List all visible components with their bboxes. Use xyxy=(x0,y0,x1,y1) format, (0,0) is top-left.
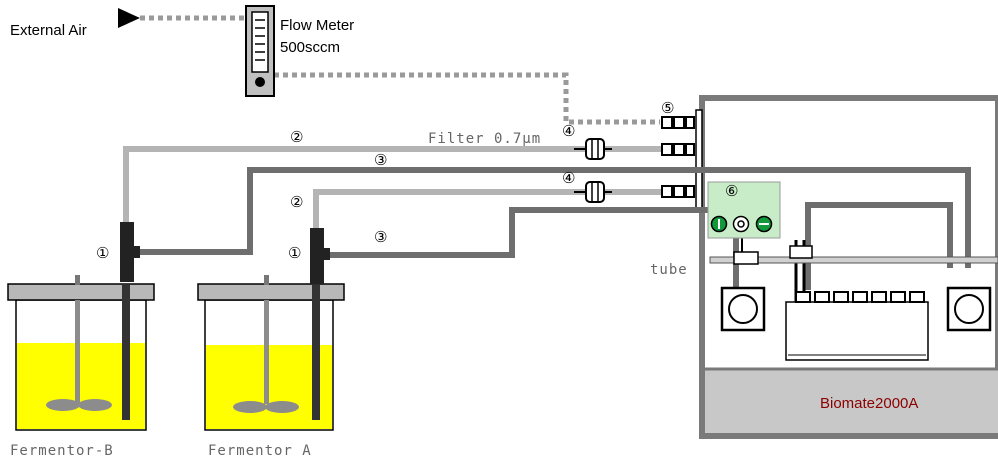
flow-meter-label: Flow Meter xyxy=(280,17,354,34)
fermentor-a-sampler xyxy=(310,228,324,284)
flow-meter xyxy=(245,5,275,97)
air-lines xyxy=(140,15,660,125)
fermentor-b-lid xyxy=(7,283,155,301)
marker-3-lower: ③ xyxy=(374,228,387,246)
air-inlet-arrow-icon xyxy=(118,8,140,28)
marker-6: ⑥ xyxy=(725,182,738,200)
marker-1-a: ① xyxy=(288,244,301,262)
fermentor-a-stirrer xyxy=(264,300,269,404)
fermentor-b-sampler xyxy=(120,222,134,282)
fermentor-b-probe xyxy=(122,285,130,420)
fermentor-b-stirrer xyxy=(75,300,80,404)
marker-2-lower: ② xyxy=(290,193,303,211)
marker-4-upper: ④ xyxy=(562,122,575,140)
filter-label: Filter 0.7μm xyxy=(428,131,541,147)
rail-clamp-left xyxy=(733,251,759,265)
marker-5: ⑤ xyxy=(661,99,674,117)
filter-lower xyxy=(574,181,612,203)
marker-3-upper: ③ xyxy=(374,151,387,169)
fermentor-a-lid xyxy=(197,283,345,301)
fermentor-a-probe xyxy=(312,285,320,420)
flow-meter-rate-label: 500sccm xyxy=(280,39,340,56)
biomate-label: Biomate2000A xyxy=(820,395,918,412)
rail-clamp-right xyxy=(789,245,813,259)
filter-upper xyxy=(574,138,612,160)
marker-4-lower: ④ xyxy=(562,169,575,187)
external-air-label: External Air xyxy=(10,22,87,39)
tube-rail xyxy=(709,256,998,264)
fermentor-b xyxy=(7,222,155,431)
valve-panel xyxy=(707,181,781,239)
flow-meter-knob-icon xyxy=(255,77,265,87)
marker-1-b: ① xyxy=(96,244,109,262)
tubes-light xyxy=(123,146,662,232)
fermentor-a xyxy=(197,228,345,431)
inlet-panel xyxy=(695,109,703,211)
sensor-block xyxy=(785,291,929,361)
inlet-connectors xyxy=(661,116,695,198)
fermentor-a-label: Fermentor A xyxy=(208,443,312,459)
fermentor-b-label: Fermentor-B xyxy=(10,443,114,459)
port-open-icon xyxy=(732,215,750,233)
marker-2-upper: ② xyxy=(290,128,303,146)
pump-left xyxy=(720,286,766,332)
tube-label: tube xyxy=(650,262,688,278)
analyzer-base xyxy=(705,370,998,433)
pump-right xyxy=(946,286,992,332)
